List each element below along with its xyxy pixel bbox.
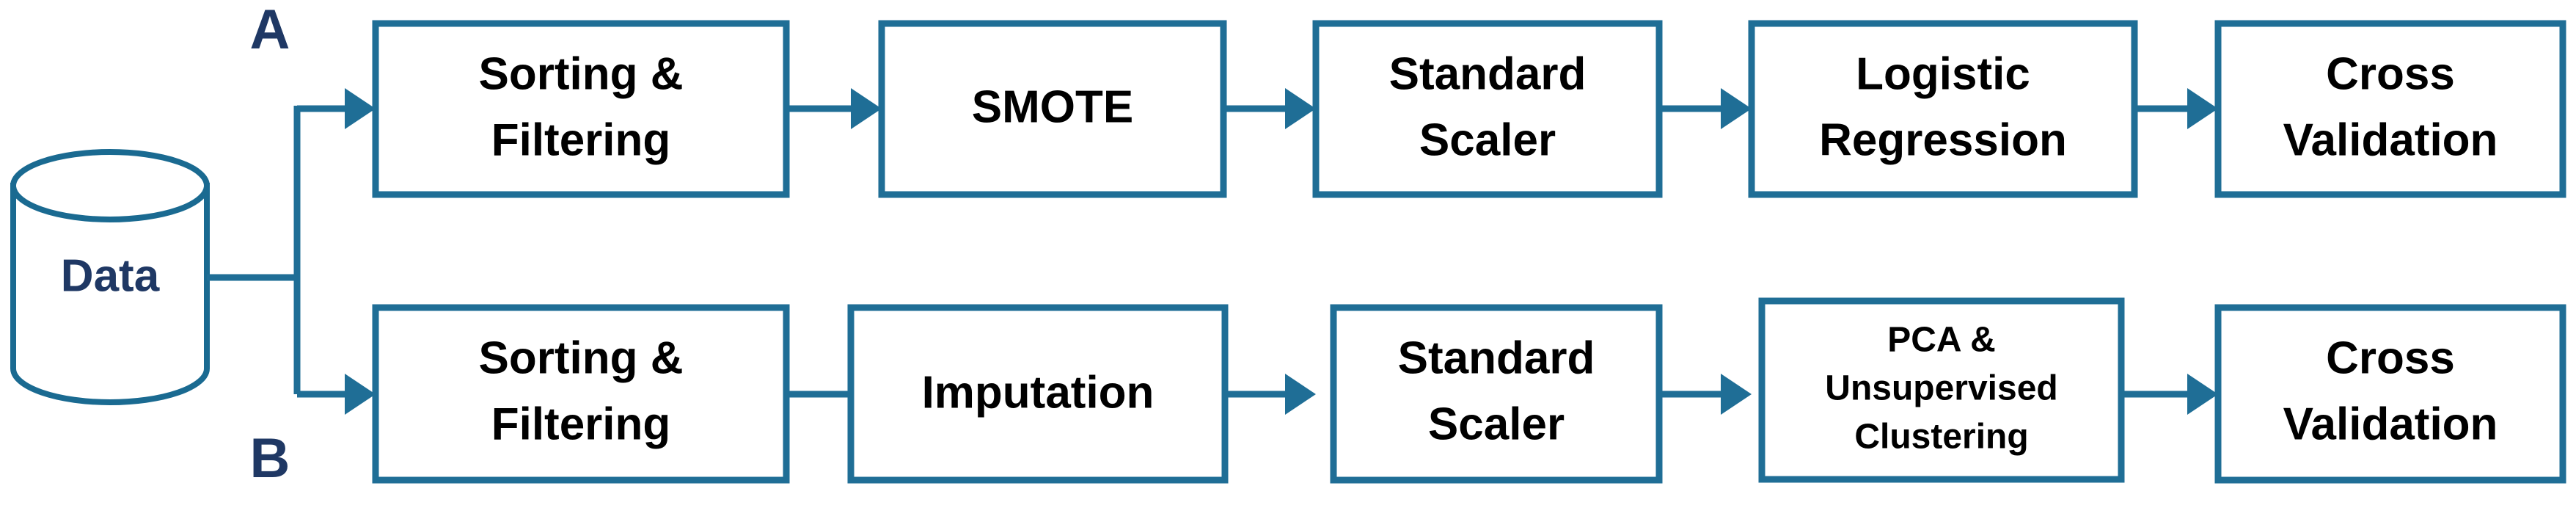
step-box-b3-standard-scaler[interactable]: Standard Scaler	[1330, 304, 1663, 484]
step-box-b5-cross-validation[interactable]: Cross Validation	[2214, 304, 2566, 484]
step-box-a4-line1: Logistic	[1856, 48, 2030, 99]
step-box-a1-line2: Filtering	[491, 115, 671, 165]
step-box-a3-line2: Scaler	[1419, 115, 1556, 165]
step-box-b1-outline	[372, 304, 790, 484]
step-box-a5-line2: Validation	[2283, 115, 2498, 165]
connector-a2-to-a3	[1223, 88, 1316, 129]
branch-letter-a: A	[250, 0, 290, 61]
step-box-b2-line1: Imputation	[922, 367, 1155, 418]
arrow-head-b3-b4	[1721, 374, 1752, 415]
step-box-a4-logistic-regression[interactable]: Logistic Regression	[1748, 20, 2138, 198]
arrow-head-a1-a2	[851, 88, 882, 129]
step-box-b3-line2: Scaler	[1428, 399, 1565, 449]
arrow-head-a4-a5	[2187, 88, 2218, 129]
arrow-head-b2-b3	[1285, 374, 1316, 415]
cylinder-body	[10, 183, 210, 405]
step-box-b4-outline	[1758, 297, 2125, 483]
connector-b3-to-b4	[1659, 374, 1752, 415]
arrow-head-a2-a3	[1285, 88, 1316, 129]
step-box-b1-sorting-filtering[interactable]: Sorting & Filtering	[372, 304, 790, 484]
step-box-b3-line1: Standard	[1398, 333, 1595, 383]
step-box-b2-imputation[interactable]: Imputation	[847, 304, 1229, 484]
arrow-head-to-branch-b	[345, 374, 376, 415]
step-box-a3-standard-scaler[interactable]: Standard Scaler	[1312, 20, 1663, 198]
branch-connectors	[207, 88, 376, 415]
step-box-a2-outline	[878, 20, 1227, 198]
step-box-b1-line2: Filtering	[491, 399, 671, 449]
step-box-a1-sorting-filtering[interactable]: Sorting & Filtering	[372, 20, 790, 198]
step-box-a5-line1: Cross	[2326, 48, 2455, 99]
step-box-a2-smote[interactable]: SMOTE	[878, 20, 1227, 198]
arrow-head-b4-b5	[2187, 374, 2218, 415]
step-box-a3-line1: Standard	[1389, 48, 1587, 99]
data-cylinder[interactable]: Data	[10, 149, 210, 405]
connector-b2-to-b3	[1225, 374, 1316, 415]
branch-letter-b: B	[250, 427, 290, 490]
step-box-b4-pca-clustering[interactable]: PCA & Unsupervised Clustering	[1758, 297, 2125, 483]
step-box-a4-line2: Regression	[1819, 115, 2067, 165]
step-box-a1-line1: Sorting &	[479, 48, 684, 99]
step-box-a2-line1: SMOTE	[972, 81, 1133, 132]
step-box-b4-line2: Unsupervised	[1825, 369, 2057, 408]
step-box-a5-cross-validation[interactable]: Cross Validation	[2214, 20, 2566, 198]
step-box-b4-line3: Clustering	[1854, 418, 2028, 457]
step-box-b5-outline	[2214, 304, 2566, 484]
step-box-a3-outline	[1312, 20, 1663, 198]
step-box-b1-line1: Sorting &	[479, 333, 684, 383]
step-box-b4-line1: PCA &	[1887, 321, 1996, 360]
data-cylinder-label: Data	[61, 250, 160, 301]
cylinder-top	[10, 149, 210, 222]
connector-a4-to-a5	[2134, 88, 2218, 129]
step-box-b5-line1: Cross	[2326, 333, 2455, 383]
arrow-head-to-branch-a	[345, 88, 376, 129]
arrow-head-a3-a4	[1721, 88, 1752, 129]
connector-a3-to-a4	[1659, 88, 1752, 129]
step-box-a5-outline	[2214, 20, 2566, 198]
connector-b4-to-b5	[2121, 374, 2218, 415]
step-box-b5-line2: Validation	[2283, 399, 2498, 449]
connector-a1-to-a2	[786, 88, 882, 129]
